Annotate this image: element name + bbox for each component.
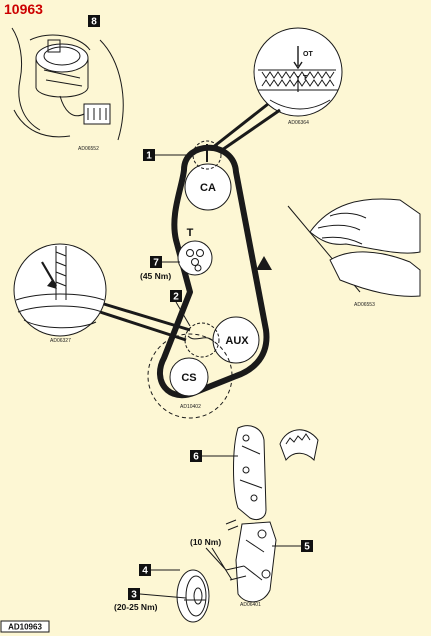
callout-2: 2 [170,290,191,327]
timing-detail-inset: OT T AD06364 [253,27,343,126]
tensioner-torque: (45 Nm) [140,271,171,281]
camshaft-pulley [184,163,232,211]
distributor-ref: AD06552 [78,146,99,152]
timing-mark-circle [192,140,222,170]
pulley-torque: (20-25 Nm) [114,602,158,612]
timing-detail-ref: AD06364 [288,120,309,126]
leader-line [99,310,187,342]
crank-mark-ref: AD06327 [50,338,71,344]
cover-assembly-ref: AD06401 [240,602,261,608]
callout-5: 5 (10 Nm) [190,537,313,581]
callout-3: 3 (20-25 Nm) [114,588,187,612]
top-dead-centre-mark: OT [303,51,313,58]
callout-6: 6 [190,450,238,463]
svg-text:1: 1 [146,151,152,162]
svg-text:7: 7 [153,258,159,269]
camshaft-label: CA [200,182,216,194]
leader-line [221,108,281,152]
svg-text:5: 5 [304,542,310,553]
timing-mark-label: T [303,75,308,82]
callout-7: 7 (45 Nm) [140,256,180,281]
bracket-torque: (10 Nm) [190,537,221,547]
svg-text:2: 2 [173,292,179,303]
crankshaft-pulley [169,357,209,397]
callout-8: 8 [88,15,100,28]
auxiliary-pulley [212,316,260,364]
cover-assembly: AD06401 [176,425,319,623]
leader-line [211,102,269,150]
rotation-arrow [256,256,272,270]
footer-code-box: AD10963 [0,620,50,633]
belt-layout-ref: AD10402 [180,404,201,410]
distributor-inset: AD06552 [11,27,124,152]
tensioner-label: T [187,227,194,239]
belt-check-ref: AD06553 [354,302,375,308]
crank-mark-inset: AD06327 [13,243,107,344]
figure-code: 10963 [4,1,43,17]
svg-text:3: 3 [131,590,137,601]
callout-4: 4 [139,564,180,577]
svg-text:6: 6 [193,452,199,463]
footer-code: AD10963 [8,623,42,632]
auxiliary-label: AUX [225,335,249,347]
svg-text:4: 4 [142,566,148,577]
belt-check-inset: AD06553 [287,198,421,308]
leader-line [103,302,191,332]
crankshaft-label: CS [181,372,196,384]
timing-belt-layout: CA T AUX CS AD10402 [147,140,272,419]
svg-text:8: 8 [91,17,97,28]
callout-1: 1 [143,149,193,162]
